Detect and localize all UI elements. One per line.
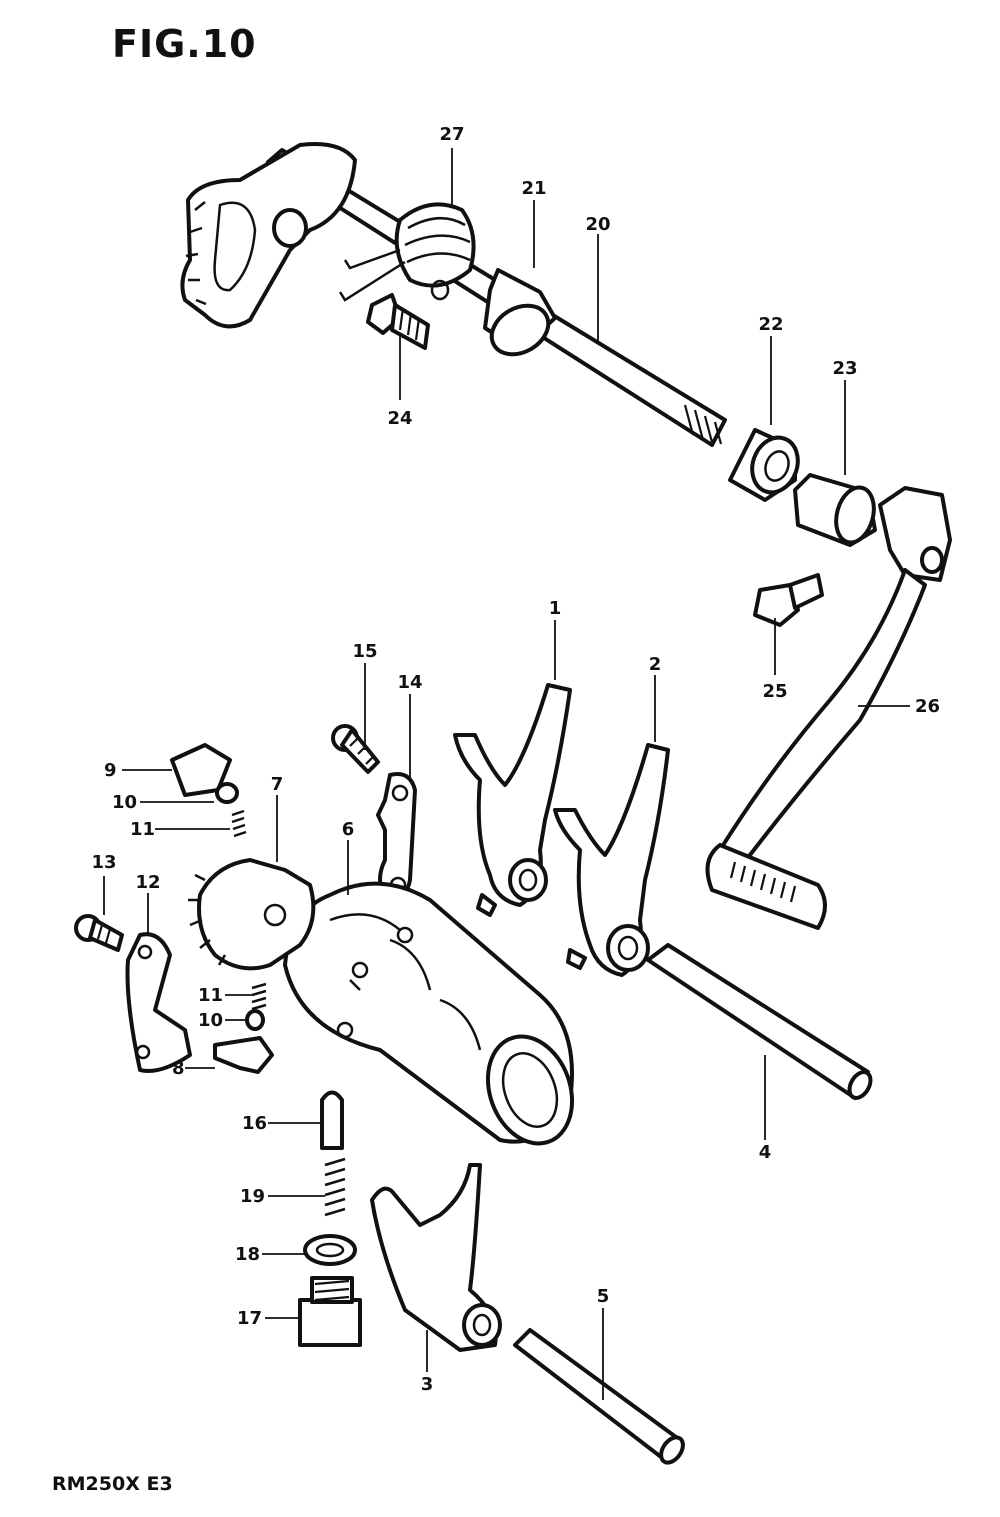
pawl-spring-lower [251, 982, 267, 1011]
gearshift-lever [705, 486, 952, 930]
callout-10-upper: 10 [112, 792, 137, 813]
callout-4: 4 [759, 1142, 772, 1163]
gearshift-shaft [180, 142, 727, 447]
callout-12: 12 [135, 872, 160, 893]
callout-11-upper: 11 [130, 819, 155, 840]
callout-22: 22 [758, 314, 783, 335]
callout-23: 21 [521, 178, 546, 199]
return-spring [338, 202, 476, 302]
model-code: RM250X E3 [52, 1473, 173, 1495]
fork-shaft-long [646, 943, 873, 1100]
callout-11-lower: 11 [198, 985, 223, 1006]
callout-15: 15 [352, 641, 377, 662]
callout-16: 16 [242, 1113, 267, 1134]
callout-9: 9 [104, 760, 117, 781]
pawl-spring-upper [231, 809, 247, 838]
callout-3: 3 [421, 1374, 434, 1395]
callout-2: 2 [649, 654, 662, 675]
callout-25: 26 [915, 696, 940, 717]
callout-14: 14 [397, 672, 422, 693]
callout-8: 8 [172, 1058, 185, 1079]
spacer [793, 473, 877, 547]
cam-driven-gear [188, 858, 316, 971]
shift-fork-1 [453, 683, 572, 917]
leader-lines [103, 148, 910, 1400]
fork-shaft-short [513, 1328, 685, 1465]
spring-stopper-bolt [366, 293, 430, 350]
callout-24: 24 [387, 408, 412, 429]
shift-fork-2 [553, 743, 670, 977]
callout-20: 20 [585, 214, 610, 235]
neutral-stopper-spring [324, 1157, 346, 1217]
figure-title: FIG.10 [112, 22, 257, 66]
lever-bolt [753, 573, 824, 627]
callout-18: 18 [235, 1244, 260, 1265]
callout-7: 7 [271, 774, 284, 795]
callout-27: 23 [832, 358, 857, 379]
neutral-stopper-plug [298, 1276, 362, 1347]
callout-1: 1 [549, 598, 562, 619]
pawl-pin-upper [215, 782, 239, 804]
callout-13: 13 [91, 852, 116, 873]
callout-21: 27 [439, 124, 464, 145]
cam-stopper-plate [376, 772, 417, 902]
oil-seal [728, 428, 800, 502]
pawl-pin-lower [245, 1009, 265, 1031]
callout-6: 6 [342, 819, 355, 840]
pawl [213, 1036, 274, 1074]
callout-26: 25 [762, 681, 787, 702]
stopper-plate-screw [331, 724, 380, 774]
gasket [303, 1234, 357, 1266]
callout-5: 5 [597, 1286, 610, 1307]
callout-17: 17 [237, 1308, 262, 1329]
callout-numbers: 27 21 20 22 23 24 25 26 1 2 15 14 9 10 1… [91, 124, 940, 1395]
callout-10-lower: 10 [198, 1010, 223, 1031]
neutral-stopper [320, 1090, 344, 1150]
pawl-lifter [125, 932, 192, 1073]
callout-19: 19 [240, 1186, 265, 1207]
pawl-lifter-screw [74, 914, 124, 952]
shaft-bush [483, 268, 557, 357]
cam-guide [170, 743, 232, 797]
shift-fork-3 [370, 1163, 502, 1352]
gearshift-cam [283, 881, 575, 1146]
